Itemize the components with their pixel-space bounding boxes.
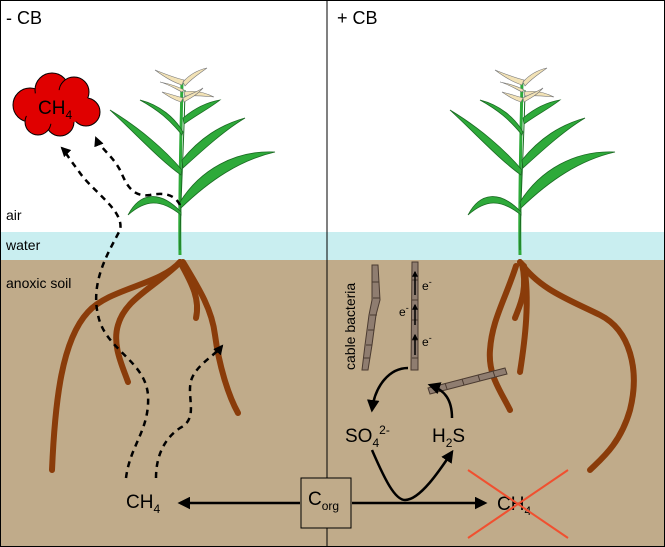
air-label: air xyxy=(6,207,22,223)
left-methane-label: CH4 xyxy=(126,492,160,516)
water-label: water xyxy=(5,237,41,253)
sulfur-cycle-arrows xyxy=(366,366,454,502)
right-panel-title: + CB xyxy=(337,8,378,28)
cloud-methane-label: CH4 xyxy=(38,98,72,122)
methane-cloud xyxy=(12,72,101,137)
sulfide-label: H2S xyxy=(432,426,465,450)
water-layer xyxy=(0,232,665,260)
methane-crossed-out xyxy=(467,469,569,539)
cable-bacteria-label: cable bacteria xyxy=(342,283,358,370)
air-layer xyxy=(0,0,665,232)
right-roots xyxy=(486,259,637,473)
sulfate-label: SO42- xyxy=(345,423,390,450)
left-roots xyxy=(49,259,241,473)
corg-label: Corg xyxy=(308,489,339,513)
methane-dashed-paths xyxy=(60,136,224,479)
left-panel-title: - CB xyxy=(6,8,42,28)
soil-label: anoxic soil xyxy=(6,275,71,291)
corg-box xyxy=(300,477,352,529)
electron-label-1: e- xyxy=(422,277,432,293)
electron-label-2: e- xyxy=(399,303,409,319)
electron-label-3: e- xyxy=(422,333,432,349)
